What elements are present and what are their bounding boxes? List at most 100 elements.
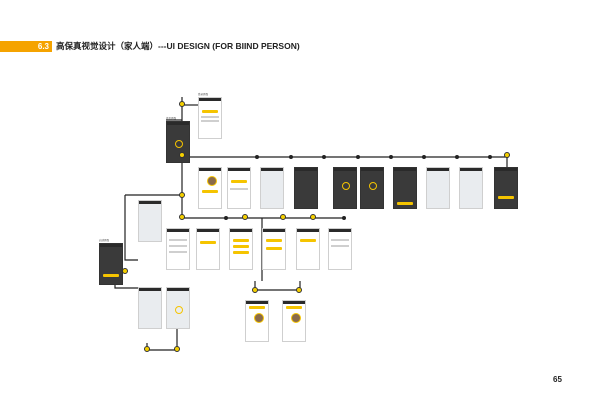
screen-home-camera bbox=[166, 121, 190, 163]
status-bar bbox=[329, 229, 351, 232]
text-line bbox=[169, 251, 187, 253]
status-bar bbox=[228, 168, 250, 171]
page-number: 65 bbox=[553, 375, 562, 384]
status-bar bbox=[199, 168, 221, 171]
screen-contacts bbox=[196, 228, 220, 270]
screen-message bbox=[459, 167, 483, 209]
screen-help bbox=[426, 167, 450, 209]
junction-dot bbox=[289, 155, 293, 159]
status-bar bbox=[246, 301, 268, 304]
avatar bbox=[291, 313, 301, 323]
screen-profile bbox=[198, 167, 222, 209]
text-line bbox=[331, 245, 349, 247]
screen-login bbox=[198, 97, 222, 139]
status-bar bbox=[297, 229, 319, 232]
yellow-header bbox=[249, 306, 265, 309]
text-line bbox=[169, 245, 187, 247]
screen-navigate bbox=[360, 167, 384, 209]
status-bar bbox=[139, 201, 161, 204]
status-bar bbox=[139, 288, 161, 291]
scan-ring bbox=[175, 140, 183, 148]
yellow-row bbox=[266, 247, 282, 250]
flow-node bbox=[179, 101, 185, 107]
section-number-tab: 6.3 bbox=[0, 41, 52, 52]
screen-crosswalk bbox=[333, 167, 357, 209]
status-bar bbox=[394, 168, 416, 171]
screen-profile-2 bbox=[227, 167, 251, 209]
text-line bbox=[331, 239, 349, 241]
junction-dot bbox=[342, 216, 346, 220]
yellow-panel bbox=[300, 239, 316, 242]
screen-list-b bbox=[262, 228, 286, 270]
screen-info bbox=[328, 228, 352, 270]
text-line bbox=[201, 116, 219, 118]
screen-label: 登录界面 bbox=[198, 93, 209, 96]
status-bar bbox=[261, 168, 283, 171]
direction-ring bbox=[369, 182, 377, 190]
junction-dot bbox=[389, 155, 393, 159]
screen-arrive bbox=[393, 167, 417, 209]
screen-incoming-call bbox=[282, 300, 306, 342]
flow-node bbox=[504, 152, 510, 158]
flow-node bbox=[179, 214, 185, 220]
status-bar bbox=[334, 168, 356, 171]
flow-node bbox=[122, 268, 128, 274]
yellow-panel bbox=[200, 241, 216, 244]
screen-map-bottom-2 bbox=[166, 287, 190, 329]
traffic-light bbox=[342, 182, 350, 190]
status-bar bbox=[283, 301, 305, 304]
screen-list-left bbox=[166, 228, 190, 270]
screen-video-call bbox=[245, 300, 269, 342]
section-title: 高保真视觉设计（家人端）---UI DESIGN (FOR BIIND PERS… bbox=[56, 41, 300, 51]
flow-node bbox=[179, 152, 185, 158]
location-ring bbox=[175, 306, 183, 314]
screen-route bbox=[294, 167, 318, 209]
flow-node bbox=[174, 346, 180, 352]
status-bar bbox=[199, 98, 221, 101]
junction-dot bbox=[488, 155, 492, 159]
text-line bbox=[230, 188, 248, 190]
status-bar bbox=[167, 288, 189, 291]
text-line bbox=[169, 239, 187, 241]
flow-node bbox=[179, 192, 185, 198]
text-line bbox=[201, 120, 219, 122]
yellow-panel bbox=[202, 190, 218, 193]
status-bar bbox=[361, 168, 383, 171]
flow-node bbox=[252, 287, 258, 293]
junction-dot bbox=[455, 155, 459, 159]
yellow-button bbox=[498, 196, 514, 199]
screen-splash bbox=[99, 243, 123, 285]
start-button bbox=[103, 274, 119, 277]
status-bar bbox=[230, 229, 252, 232]
flow-node bbox=[296, 287, 302, 293]
yellow-header bbox=[286, 306, 302, 309]
flow-node bbox=[310, 214, 316, 220]
flow-node bbox=[242, 214, 248, 220]
screen-map-left bbox=[138, 200, 162, 242]
flow-node bbox=[144, 346, 150, 352]
junction-dot bbox=[356, 155, 360, 159]
status-bar bbox=[167, 229, 189, 232]
screen-number bbox=[296, 228, 320, 270]
junction-dot bbox=[224, 216, 228, 220]
screen-list-a bbox=[229, 228, 253, 270]
junction-dot bbox=[422, 155, 426, 159]
status-bar bbox=[295, 168, 317, 171]
yellow-panel bbox=[231, 180, 247, 183]
yellow-wave bbox=[397, 202, 413, 205]
screen-map-bottom bbox=[138, 287, 162, 329]
screen-label: 首页界面 bbox=[166, 117, 177, 120]
flow-node bbox=[280, 214, 286, 220]
status-bar bbox=[427, 168, 449, 171]
status-bar bbox=[263, 229, 285, 232]
screen-settings bbox=[494, 167, 518, 209]
yellow-row bbox=[266, 239, 282, 242]
yellow-row bbox=[233, 251, 249, 254]
status-bar bbox=[100, 244, 122, 247]
status-bar bbox=[197, 229, 219, 232]
avatar bbox=[207, 176, 217, 186]
login-button bbox=[202, 110, 218, 113]
status-bar bbox=[495, 168, 517, 171]
yellow-row bbox=[233, 245, 249, 248]
yellow-row bbox=[233, 239, 249, 242]
